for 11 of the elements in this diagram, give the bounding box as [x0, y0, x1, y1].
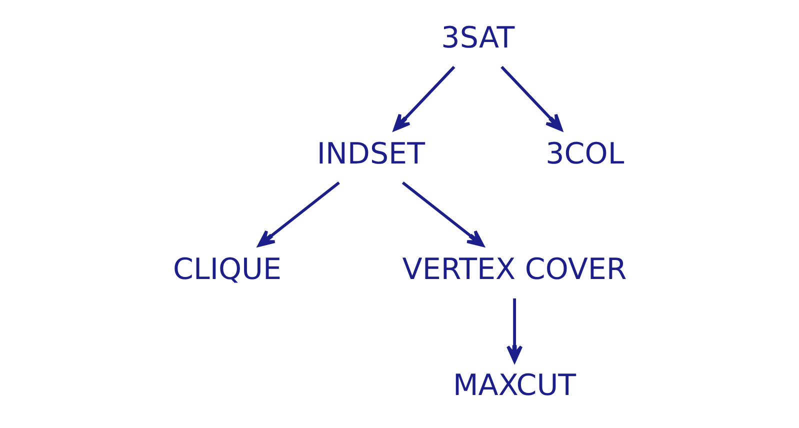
arrow [506, 298, 523, 363]
node-text: 3SAT [441, 20, 515, 55]
node-text: INDSET [316, 136, 425, 170]
arrow [393, 66, 456, 132]
arrow [258, 181, 340, 247]
node-text: CLIQUE [173, 252, 282, 286]
arrow [500, 66, 563, 132]
arrow [402, 181, 484, 247]
node-text: VERTEX COVER [402, 252, 627, 286]
node-text: MAXCUT [453, 368, 576, 402]
node-text: 3COL [546, 136, 624, 170]
